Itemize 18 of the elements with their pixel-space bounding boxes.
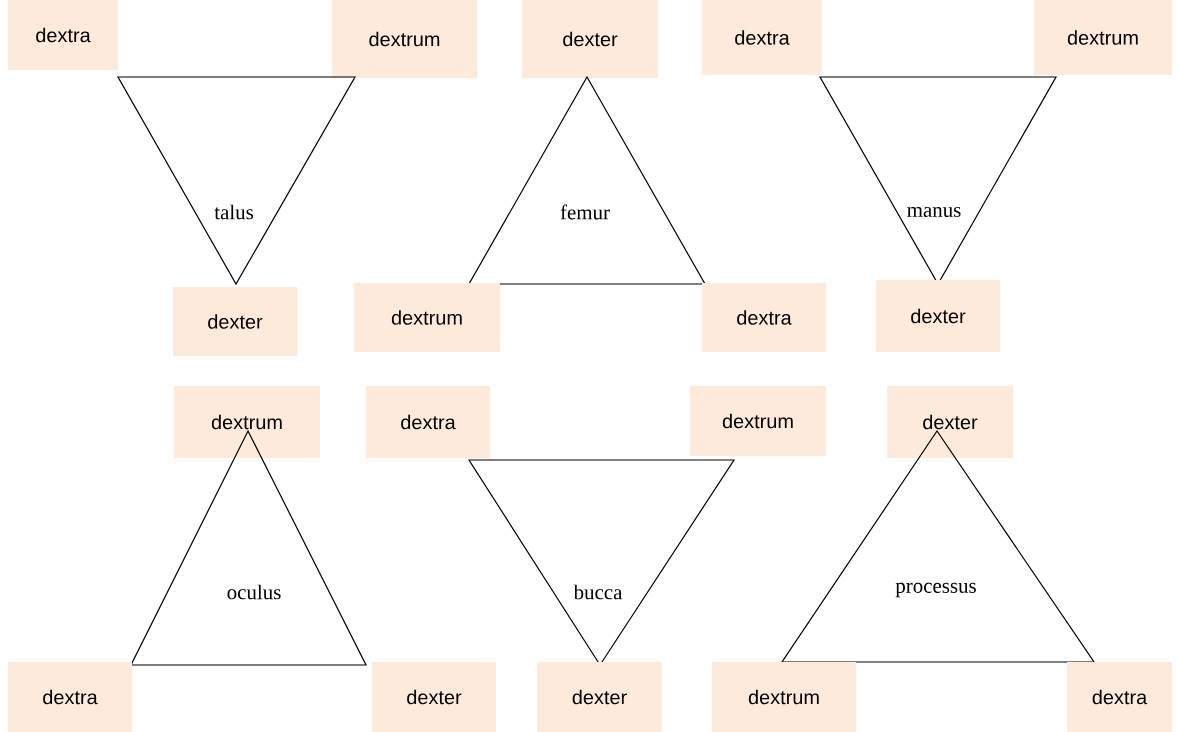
label-box: dexter (173, 287, 297, 356)
label-box: dextrum (354, 283, 500, 352)
label-box: dexter (876, 280, 1000, 352)
label-box: dextrum (1034, 0, 1172, 75)
label-box: dextrum (690, 386, 826, 456)
label-box: dextrum (712, 662, 856, 732)
label-box: dexter (887, 386, 1013, 458)
label-box: dexter (522, 0, 658, 78)
label-box: dextrum (332, 0, 477, 78)
label-box: dextrum (174, 386, 320, 458)
label-box: dextra (1067, 662, 1172, 732)
label-box: dextra (702, 283, 826, 352)
label-box: dextra (8, 0, 118, 70)
label-box: dextra (702, 0, 822, 75)
label-box: dexter (372, 662, 496, 732)
label-box: dextra (366, 386, 490, 458)
label-box: dexter (537, 662, 662, 732)
label-box: dextra (8, 662, 132, 732)
